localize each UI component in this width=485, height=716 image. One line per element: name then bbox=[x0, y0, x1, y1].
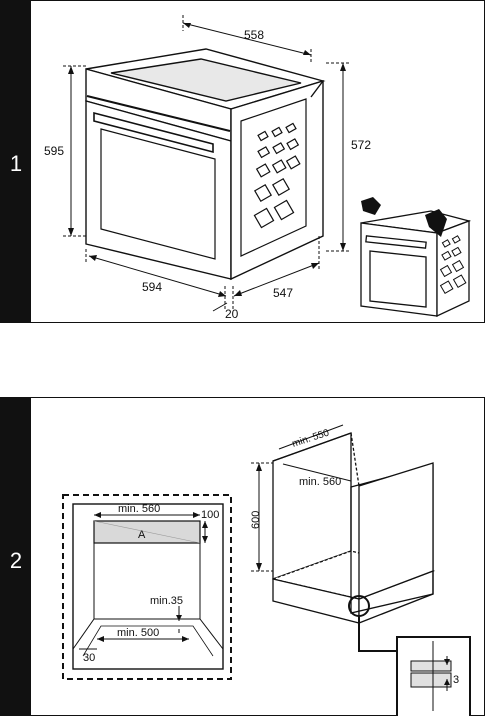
side-offset: 30 bbox=[83, 652, 95, 664]
step-1-tab: 1 bbox=[1, 1, 31, 322]
front-view-arrows bbox=[94, 512, 208, 642]
detail-gap: 3 bbox=[453, 674, 459, 686]
step-2-panel: 2 min. bbox=[0, 397, 485, 716]
niche-top-gap: 100 bbox=[201, 509, 219, 521]
step-2-tab: 2 bbox=[1, 398, 31, 715]
dim-door-offset: 20 bbox=[225, 307, 239, 321]
detail-arrows bbox=[444, 659, 450, 685]
niche-dimensions-drawing: min. 560 100 A min.35 min. 500 30 m bbox=[62, 424, 471, 716]
vent-area-label: A bbox=[138, 529, 146, 541]
dim-width-front: 594 bbox=[142, 280, 162, 294]
bottom-width-min: min. 500 bbox=[117, 627, 159, 639]
cabinet-dimensions bbox=[251, 424, 352, 572]
oven-dimensions-drawing: 558 595 572 594 547 20 bbox=[44, 15, 472, 321]
vent-gap-min: min.35 bbox=[150, 595, 183, 607]
cabinet-arrows bbox=[256, 463, 262, 571]
step-2-number: 2 bbox=[9, 548, 23, 573]
cabinet-illustration bbox=[270, 432, 436, 624]
dim-width-top: 558 bbox=[244, 28, 264, 42]
oven-install-illustration bbox=[360, 210, 472, 318]
dim-height-front: 595 bbox=[44, 144, 64, 158]
cabinet-height: 600 bbox=[250, 511, 262, 529]
niche-width-min: min. 560 bbox=[118, 503, 160, 515]
step-1-number: 1 bbox=[9, 151, 23, 176]
dim-height-side: 572 bbox=[351, 138, 371, 152]
cabinet-width-min: min. 560 bbox=[299, 476, 341, 488]
hand-icon bbox=[361, 197, 447, 237]
oven-illustration bbox=[85, 48, 326, 281]
dimension-lines bbox=[63, 15, 351, 312]
dim-depth-side: 547 bbox=[273, 286, 293, 300]
step-1-panel: 1 bbox=[0, 0, 485, 323]
detail-callout bbox=[348, 595, 471, 716]
dimension-arrows bbox=[68, 23, 346, 297]
front-view-niche bbox=[62, 494, 232, 680]
